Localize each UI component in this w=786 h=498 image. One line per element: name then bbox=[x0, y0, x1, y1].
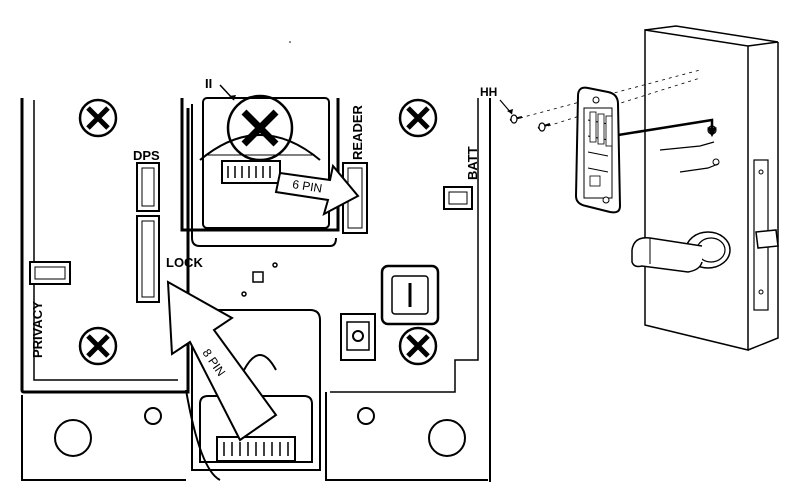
dps-connector bbox=[136, 162, 160, 212]
dps-label: DPS bbox=[133, 148, 160, 163]
screw-top-right-icon bbox=[398, 98, 438, 138]
callout-hh: HH bbox=[480, 85, 497, 99]
battery-holder bbox=[380, 264, 440, 326]
led-indicator bbox=[241, 262, 278, 297]
privacy-connector bbox=[29, 261, 71, 285]
reader-label: READER bbox=[350, 104, 365, 160]
top-ribbon-connector bbox=[221, 160, 281, 184]
reader-cable-label: 6 PIN bbox=[291, 177, 323, 196]
electronics-module bbox=[574, 86, 622, 214]
lock-cable-arrow: 8 PIN bbox=[166, 280, 278, 442]
screw-top-left-icon bbox=[78, 98, 118, 138]
screw-ii-icon bbox=[226, 94, 294, 162]
reader-cable-arrow: 6 PIN bbox=[274, 163, 360, 216]
batt-connector bbox=[443, 186, 473, 210]
screw-bottom-right-icon bbox=[398, 326, 438, 366]
push-button bbox=[340, 313, 376, 361]
screw-bottom-left-icon bbox=[78, 326, 118, 366]
callout-ii: II bbox=[205, 76, 212, 91]
batt-label: BATT bbox=[465, 146, 480, 180]
door-assembly bbox=[519, 25, 779, 351]
lock-label: LOCK bbox=[166, 255, 203, 270]
screw-small-icon bbox=[537, 122, 551, 132]
privacy-label: PRIVACY bbox=[30, 301, 45, 358]
screw-hh-icon bbox=[509, 114, 523, 124]
bottom-ribbon-connector bbox=[216, 436, 296, 462]
lock-connector bbox=[136, 215, 160, 303]
